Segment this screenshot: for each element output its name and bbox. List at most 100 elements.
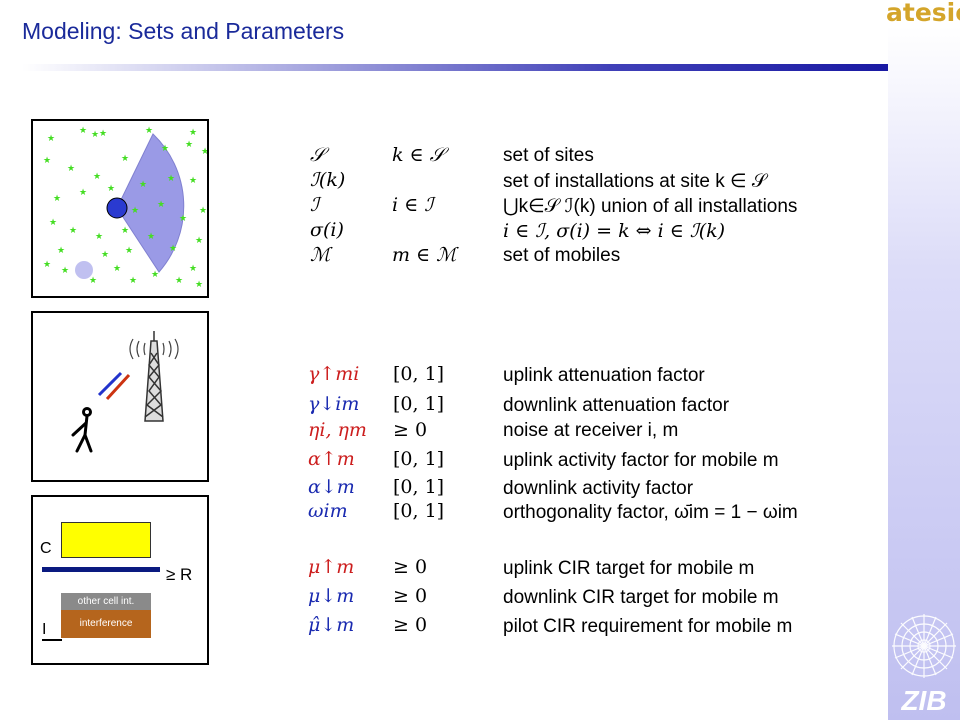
zib-logo: ZIB <box>892 614 956 716</box>
tower-panel <box>31 311 209 482</box>
uplink-arrow <box>105 373 131 401</box>
mobile-station-star-icon: ★ <box>95 231 103 241</box>
mobile-station-star-icon: ★ <box>175 275 183 285</box>
threshold-bar <box>42 567 160 572</box>
target-symbol: μ̂↓m <box>308 614 355 636</box>
carrier-label: C <box>40 540 52 557</box>
mobile-station-star-icon: ★ <box>157 199 165 209</box>
antenna-tower <box>144 331 164 422</box>
target-symbol: μ↓m <box>308 585 355 607</box>
interference-box: interference <box>61 610 151 638</box>
set-description: set of mobiles <box>503 245 621 266</box>
mobile-station-star-icon: ★ <box>189 175 197 185</box>
set-description: i ∈ ℐ, σ(i) = k ⇔ i ∈ ℐ(k) <box>503 220 726 242</box>
set-member: m ∈ ℳ <box>392 244 457 266</box>
mobile-station-star-icon: ★ <box>125 245 133 255</box>
target-description: uplink CIR target for mobile m <box>503 558 755 579</box>
param-range: [0, 1] <box>393 448 445 470</box>
mobile-station-star-icon: ★ <box>169 243 177 253</box>
mobile-station-star-icon: ★ <box>139 179 147 189</box>
mobile-station-star-icon: ★ <box>167 173 175 183</box>
param-symbol: ωim <box>308 500 348 522</box>
other-cell-box: other cell int. <box>61 593 151 610</box>
slide-title: Modeling: Sets and Parameters <box>22 18 345 44</box>
mobile-station-star-icon: ★ <box>57 245 65 255</box>
mobile-station-star-icon: ★ <box>189 263 197 273</box>
mobile-station-star-icon: ★ <box>67 163 75 173</box>
target-description: downlink CIR target for mobile m <box>503 587 779 608</box>
mobile-station-star-icon: ★ <box>113 263 121 273</box>
mobile-user <box>71 407 93 453</box>
target-range: ≥ 0 <box>393 614 428 636</box>
threshold-label: ≥ R <box>166 565 193 584</box>
mobile-station-star-icon: ★ <box>121 225 129 235</box>
interference-label: I <box>42 621 47 638</box>
mobile-station-star-icon: ★ <box>47 133 55 143</box>
mobile-station-star-icon: ★ <box>79 187 87 197</box>
title-underline <box>22 64 928 71</box>
downlink-arrow <box>97 371 123 397</box>
param-symbol: γ↑mi <box>308 363 360 385</box>
param-description: downlink activity factor <box>503 478 694 499</box>
mobile-station-star-icon: ★ <box>189 127 197 137</box>
target-range: ≥ 0 <box>393 556 428 578</box>
set-member: k ∈ 𝒮 <box>392 144 445 166</box>
mobile-station-star-icon: ★ <box>61 265 69 275</box>
set-symbol: ℐ(k) <box>310 169 346 191</box>
signal-waves <box>129 338 179 360</box>
mobile-station-star-icon: ★ <box>79 125 87 135</box>
mobile-station-star-icon: ★ <box>185 139 193 149</box>
set-description: set of sites <box>503 145 594 166</box>
mobile-station-star-icon: ★ <box>131 205 139 215</box>
param-description: uplink activity factor for mobile m <box>503 450 779 471</box>
mobile-station-star-icon: ★ <box>121 153 129 163</box>
coverage-illustration: ★★★★★★★★★★★★★★★★★★★★★★★★★★★★★★★★★★★★★★★★… <box>43 125 207 289</box>
param-range: ≥ 0 <box>393 419 428 441</box>
mobile-station-star-icon: ★ <box>161 143 169 153</box>
atesio-logo: atesio <box>886 0 960 27</box>
mobile-station-star-icon: ★ <box>195 279 203 289</box>
zib-logo-text: ZIB <box>900 685 946 716</box>
mobile-station-star-icon: ★ <box>43 155 51 165</box>
mobile-station-star-icon: ★ <box>43 259 51 269</box>
target-symbol: μ↑m <box>308 556 355 578</box>
param-description: uplink attenuation factor <box>503 365 705 386</box>
cell-sector <box>116 133 185 273</box>
mobile-station-star-icon: ★ <box>107 183 115 193</box>
param-symbol: α↓m <box>308 476 355 498</box>
param-range: [0, 1] <box>393 476 445 498</box>
mobile-station-star-icon: ★ <box>199 205 207 215</box>
mobile-station-star-icon: ★ <box>101 249 109 259</box>
set-symbol: 𝒮 <box>310 144 325 166</box>
mobile-station-star-icon: ★ <box>53 193 61 203</box>
set-description: set of installations at site k ∈ 𝒮 <box>503 171 767 192</box>
set-description: ⋃k∈𝒮 ℐ(k) union of all installations <box>503 196 798 217</box>
mobile-station-star-icon: ★ <box>69 225 77 235</box>
mobile-station-star-icon: ★ <box>145 125 153 135</box>
carrier-box <box>61 522 151 558</box>
right-decor-band <box>888 26 960 720</box>
param-range: [0, 1] <box>393 363 445 385</box>
site-marker <box>106 197 128 219</box>
mobile-station-star-icon: ★ <box>179 213 187 223</box>
param-symbol: α↑m <box>308 448 355 470</box>
set-symbol: σ(i) <box>310 219 344 241</box>
set-member: i ∈ ℐ <box>392 194 434 216</box>
param-symbol: γ↓im <box>308 393 360 415</box>
param-description: orthogonality factor, ω̄im = 1 − ωim <box>503 502 798 523</box>
target-range: ≥ 0 <box>393 585 428 607</box>
tower-illustration <box>71 331 179 453</box>
other-site-marker <box>75 261 93 279</box>
mobile-station-star-icon: ★ <box>147 231 155 241</box>
mobile-station-star-icon: ★ <box>99 128 107 138</box>
param-range: [0, 1] <box>393 393 445 415</box>
mobile-station-star-icon: ★ <box>195 235 203 245</box>
mobile-station-star-icon: ★ <box>89 275 97 285</box>
mobile-station-star-icon: ★ <box>91 129 99 139</box>
interference-baseline <box>42 639 62 641</box>
mobile-station-star-icon: ★ <box>129 275 137 285</box>
param-symbol: ηi, ηm <box>308 419 367 441</box>
param-description: downlink attenuation factor <box>503 395 730 416</box>
mobile-station-star-icon: ★ <box>49 217 57 227</box>
mobile-station-star-icon: ★ <box>93 171 101 181</box>
